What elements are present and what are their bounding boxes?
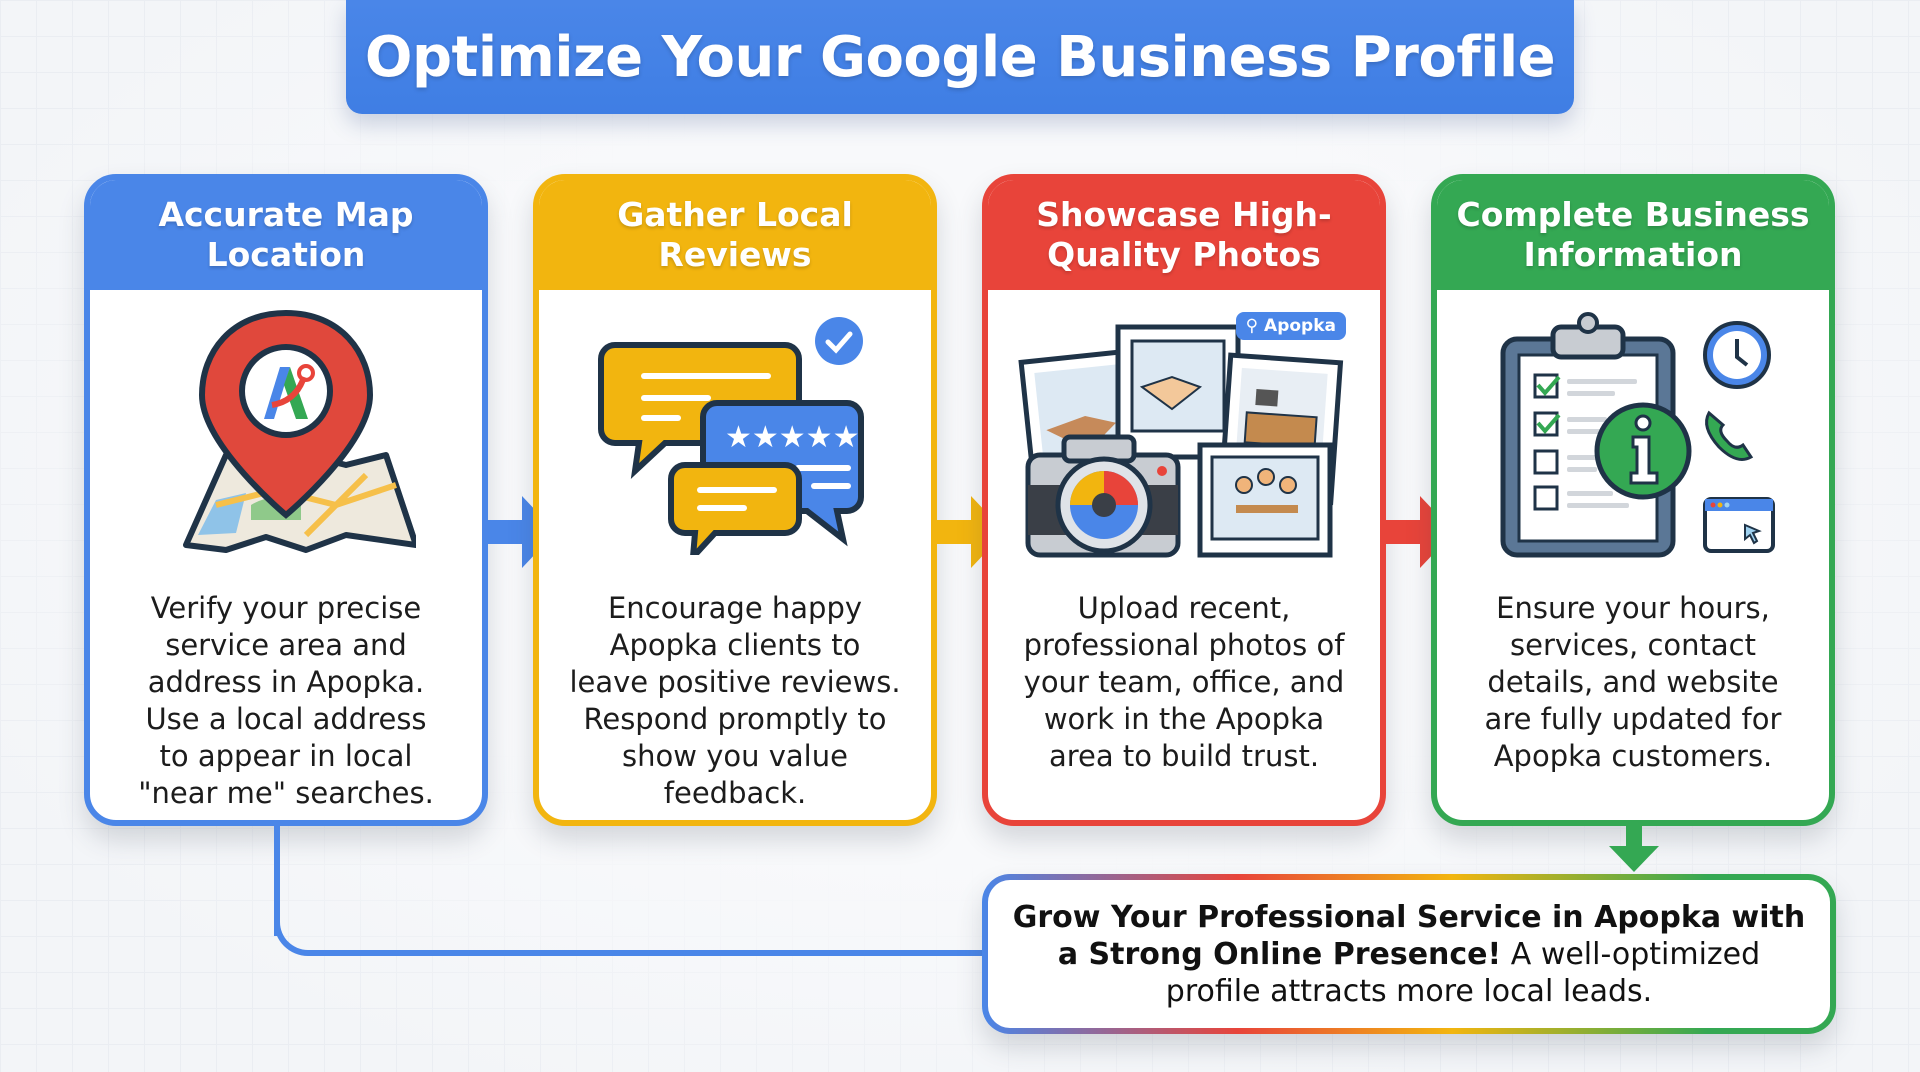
card-title-line: Information: [1523, 235, 1743, 274]
step-card-map-location: Accurate Map Location Verify your precis…: [84, 174, 488, 826]
description-line: Encourage happy: [607, 591, 863, 625]
card-description: Upload recent, professional photos of yo…: [988, 580, 1380, 775]
connector-line: [274, 900, 314, 956]
summary-text: Grow Your Professional Service in Apopka…: [988, 880, 1830, 1028]
description-line: show you value: [622, 739, 848, 773]
map-pin-icon: [90, 290, 482, 580]
location-pin-icon: ⚲: [1245, 316, 1259, 336]
description-line: leave positive reviews.: [569, 665, 901, 699]
card-title-line: Location: [206, 235, 366, 274]
description-line: Respond promptly to: [583, 702, 887, 736]
description-line: service area and: [165, 628, 407, 662]
card-header: Complete Business Information: [1437, 180, 1829, 290]
summary-box: Grow Your Professional Service in Apopka…: [982, 874, 1836, 1034]
card-title-line: Reviews: [658, 235, 812, 274]
review-chat-bubbles-icon: ★★★★★: [539, 290, 931, 580]
description-line: feedback.: [663, 776, 807, 810]
description-line: to appear in local: [159, 739, 413, 773]
card-header: Showcase High- Quality Photos: [988, 180, 1380, 290]
description-line: Verify your precise: [150, 591, 422, 625]
description-line: Use a local address: [145, 702, 427, 736]
card-title-line: Gather Local: [617, 195, 853, 234]
description-line: professional photos of: [1023, 628, 1345, 662]
card-header: Accurate Map Location: [90, 180, 482, 290]
summary-headline: Grow Your Professional Service in Apopka…: [1012, 899, 1806, 972]
page-title: Optimize Your Google Business Profile: [364, 24, 1556, 90]
clipboard-info-icon: [1437, 290, 1829, 580]
description-line: your team, office, and: [1023, 665, 1345, 699]
description-line: services, contact: [1510, 628, 1756, 662]
card-title-line: Accurate Map: [158, 195, 414, 234]
summary-body: A well-optimized profile attracts more l…: [1165, 936, 1761, 1009]
description-line: work in the Apopka: [1043, 702, 1325, 736]
description-line: "near me" searches.: [138, 776, 434, 810]
location-tag-label: Apopka: [1264, 316, 1336, 336]
card-description: Verify your precise service area and add…: [90, 580, 482, 812]
description-line: details, and website: [1487, 665, 1779, 699]
arrow-down-icon: [1609, 826, 1659, 872]
location-tag: ⚲ Apopka: [1235, 312, 1346, 340]
connector-line: [312, 950, 984, 956]
description-line: area to build trust.: [1048, 739, 1320, 773]
step-card-quality-photos: Showcase High- Quality Photos: [982, 174, 1386, 826]
step-card-local-reviews: Gather Local Reviews ★★★★★ Encourage hap…: [533, 174, 937, 826]
card-title-line: Showcase High-: [1036, 195, 1332, 234]
step-card-business-information: Complete Business Information: [1431, 174, 1835, 826]
title-banner: Optimize Your Google Business Profile: [346, 0, 1574, 114]
description-line: Upload recent,: [1077, 591, 1291, 625]
card-title-line: Complete Business: [1456, 195, 1810, 234]
description-line: are fully updated for: [1484, 702, 1782, 736]
description-line: Apopka customers.: [1493, 739, 1773, 773]
connector-line: [274, 826, 280, 936]
card-title-line: Quality Photos: [1047, 235, 1321, 274]
card-description: Ensure your hours, services, contact det…: [1437, 580, 1829, 775]
description-line: address in Apopka.: [147, 665, 425, 699]
card-description: Encourage happy Apopka clients to leave …: [539, 580, 931, 812]
svg-text:★★★★★: ★★★★★: [725, 420, 859, 455]
description-line: Ensure your hours,: [1496, 591, 1770, 625]
card-header: Gather Local Reviews: [539, 180, 931, 290]
description-line: Apopka clients to: [609, 628, 861, 662]
camera-photos-icon: ⚲ Apopka: [988, 290, 1380, 580]
